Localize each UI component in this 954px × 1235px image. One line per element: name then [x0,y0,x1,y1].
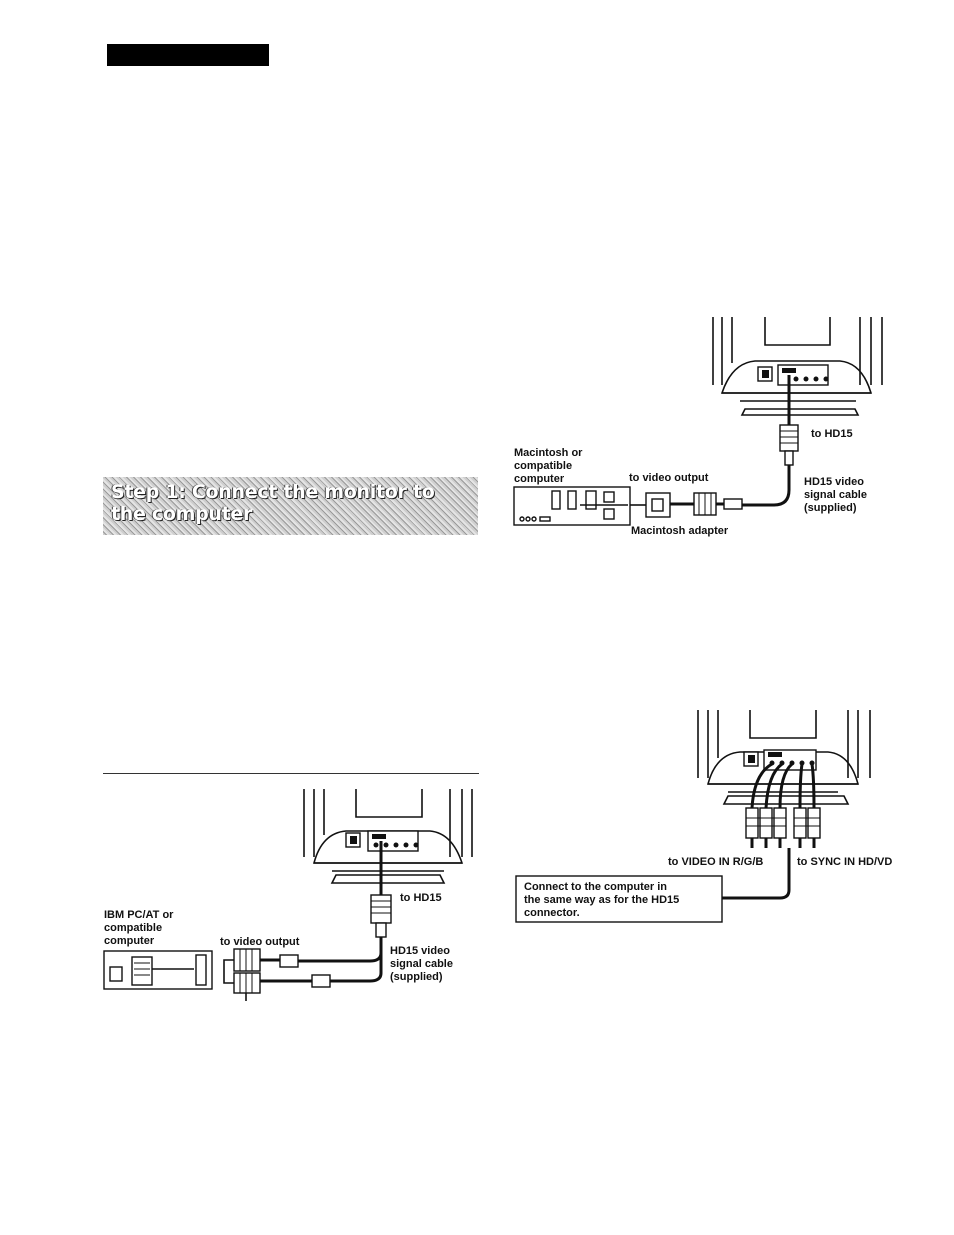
monitor-rear-illustration [697,710,871,805]
hd15-cable-illustration [223,841,392,1001]
video-output-label: to video output [220,936,300,948]
section-tab-bar [107,44,269,66]
cable-label-line1: HD15 video [390,945,450,957]
computer-label-line2: compatible [514,460,572,472]
sync-in-label: to SYNC IN HD/VD [797,856,892,868]
macintosh-adapter-label: Macintosh adapter [631,525,729,537]
cable-label-line2: signal cable [390,958,453,970]
step-heading-text: Step 1: Connect the monitor to the compu… [111,481,435,525]
computer-label-line3: computer [514,473,565,485]
note-box [515,875,723,923]
video-in-label: to VIDEO IN R/G/B [668,856,763,868]
monitor-rear-illustration [712,317,883,416]
to-hd15-label: to HD15 [400,892,442,904]
cable-label-line1: HD15 video [804,476,864,488]
video-output-label: to video output [629,472,709,484]
computer-label-line2: compatible [104,922,162,934]
step-heading: Step 1: Connect the monitor to the compu… [103,477,478,535]
ibm-connection-diagram: to HD15 IBM PC/AT or compatible computer… [103,789,473,1001]
hd15-cable-illustration [630,375,799,518]
section-divider [103,773,479,774]
monitor-rear-illustration [303,789,473,884]
computer-label-line3: computer [104,935,155,947]
bnc-connection-diagram: to VIDEO IN R/G/B to SYNC IN HD/VD Conne… [515,710,892,923]
ibm-computer-illustration [103,950,213,990]
bnc-cables-illustration [722,762,821,900]
macintosh-connection-diagram: to HD15 Macintosh or compatible computer… [513,317,883,537]
cable-label-line2: signal cable [804,489,867,501]
computer-label-line1: Macintosh or [514,447,583,459]
note-line3: connector. [524,907,580,919]
note-line1: Connect to the computer in [524,881,667,893]
to-hd15-label: to HD15 [811,428,853,440]
cable-label-line3: (supplied) [804,502,857,514]
macintosh-computer-illustration [513,486,631,526]
note-line2: the same way as for the HD15 [524,894,679,906]
computer-label-line1: IBM PC/AT or [104,909,174,921]
cable-label-line3: (supplied) [390,971,443,983]
